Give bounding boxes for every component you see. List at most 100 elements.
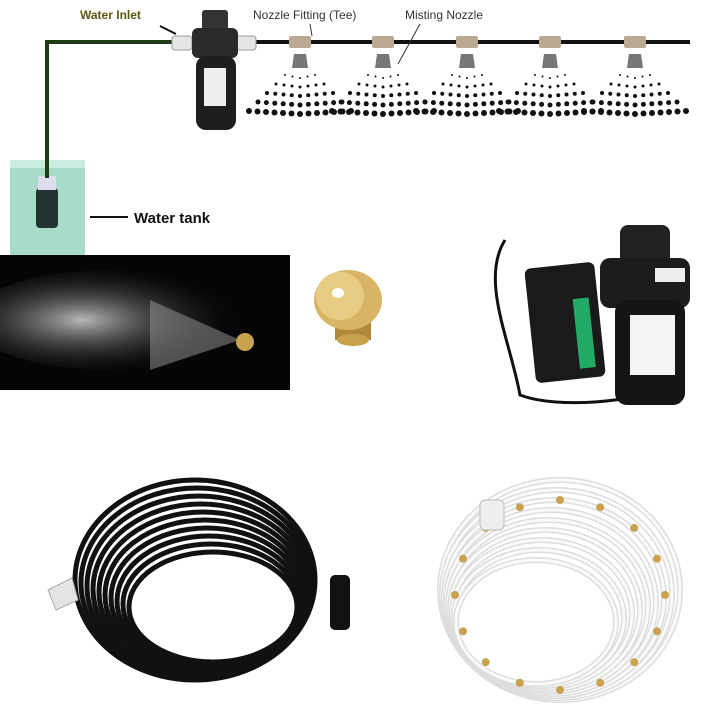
mist-droplet <box>530 101 536 107</box>
mist-droplet <box>397 74 399 76</box>
mist-droplet <box>505 99 511 105</box>
mist-droplet <box>430 109 436 115</box>
misting-nozzle-icon <box>496 36 604 117</box>
mist-droplet <box>564 74 566 76</box>
mist-droplet <box>314 101 320 107</box>
mist-droplet <box>298 85 302 89</box>
mist-droplet <box>381 85 385 89</box>
mist-droplet <box>441 82 445 86</box>
mist-droplet <box>281 92 286 97</box>
mist-droplet <box>405 100 411 106</box>
mist-droplet <box>397 110 403 116</box>
mist-droplet <box>472 110 479 117</box>
mist-droplet <box>534 74 536 76</box>
mist-droplet <box>363 101 369 107</box>
mist-droplet <box>473 75 476 78</box>
mist-droplet <box>615 110 621 116</box>
mist-droplet <box>382 77 384 79</box>
mist-droplet <box>464 111 470 117</box>
mist-droplet <box>481 92 486 97</box>
mist-droplet <box>331 100 337 106</box>
mist-droplet <box>448 92 453 97</box>
mist-droplet <box>633 85 637 89</box>
mist-droplet <box>607 100 613 106</box>
mist-droplet <box>555 110 562 117</box>
black-hose-connector <box>47 575 350 630</box>
mist-droplet <box>489 100 495 106</box>
mist-droplet <box>481 101 487 107</box>
inlet-pipe <box>45 40 175 178</box>
mist-droplet <box>473 84 477 88</box>
mist-droplet <box>372 93 377 98</box>
mist-droplet <box>297 111 303 117</box>
mist-droplet <box>380 111 386 117</box>
mist-droplet <box>489 82 493 86</box>
mist-droplet <box>280 110 286 116</box>
mist-droplet <box>657 109 664 116</box>
nozzle-fitting-label: Nozzle Fitting (Tee) <box>253 8 357 22</box>
mist-droplet <box>600 91 604 95</box>
mist-droplet <box>457 84 461 88</box>
mist-droplet <box>272 100 278 106</box>
mist-droplet <box>451 74 453 76</box>
mist-droplet <box>674 99 680 105</box>
brass-nozzle-photo <box>314 270 382 346</box>
mist-droplet <box>397 83 401 87</box>
water-inlet-label: Water Inlet <box>80 8 141 22</box>
mist-droplet <box>624 93 629 98</box>
mist-droplet <box>598 109 604 115</box>
mist-droplet <box>291 75 294 78</box>
mist-droplet <box>298 94 302 98</box>
mist-droplet <box>515 91 519 95</box>
mist-droplet <box>641 84 645 88</box>
mist-droplet <box>289 101 295 107</box>
mist-droplet <box>481 83 485 87</box>
inlet-pointer-line <box>159 25 177 35</box>
mist-droplet <box>322 91 327 96</box>
mist-droplet <box>464 102 470 108</box>
power-adapter-and-pump-photo <box>493 225 690 405</box>
mist-droplet <box>572 109 579 116</box>
mist-droplet <box>364 92 369 97</box>
mist-droplet <box>549 77 551 79</box>
mist-droplet <box>414 100 420 106</box>
mist-droplet <box>274 82 278 86</box>
mist-droplet <box>556 84 560 88</box>
mist-droplet <box>331 91 335 95</box>
brass-nozzle-dot <box>481 658 490 667</box>
brass-nozzle-dot <box>661 591 669 599</box>
mist-droplet <box>282 83 286 87</box>
mist-droplet <box>590 99 596 105</box>
mist-droplet <box>449 83 453 87</box>
tee-pointer <box>309 23 313 37</box>
mist-droplet <box>346 100 352 106</box>
mist-droplet <box>581 91 585 95</box>
mist-droplet <box>263 109 269 115</box>
hose-loop <box>126 549 300 665</box>
mist-droplet <box>564 92 569 97</box>
mist-droplet <box>447 110 453 116</box>
mist-droplet <box>498 91 502 95</box>
mist-droplet <box>521 109 528 116</box>
mist-droplet <box>496 108 502 114</box>
mist-droplet <box>556 93 561 98</box>
mist-droplet <box>354 109 361 116</box>
mist-droplet <box>374 75 377 78</box>
mist-droplet <box>371 110 378 117</box>
mist-droplet <box>380 102 386 108</box>
mist-droplet <box>447 101 453 107</box>
mist-droplet <box>649 92 654 97</box>
mist-droplet <box>641 93 646 98</box>
mist-droplet <box>489 91 494 96</box>
misting-nozzle-label: Misting Nozzle <box>405 8 484 22</box>
mist-droplet <box>547 102 553 108</box>
mist-droplet <box>609 82 613 86</box>
mist-droplet <box>539 101 545 107</box>
mist-droplet <box>606 109 613 116</box>
mist-droplet <box>572 82 576 86</box>
brass-nozzle-dot <box>596 503 605 512</box>
misting-nozzle-icon <box>246 36 354 117</box>
mist-droplet <box>314 92 319 97</box>
mist-droplet <box>456 101 462 107</box>
mist-droplet <box>531 92 536 97</box>
